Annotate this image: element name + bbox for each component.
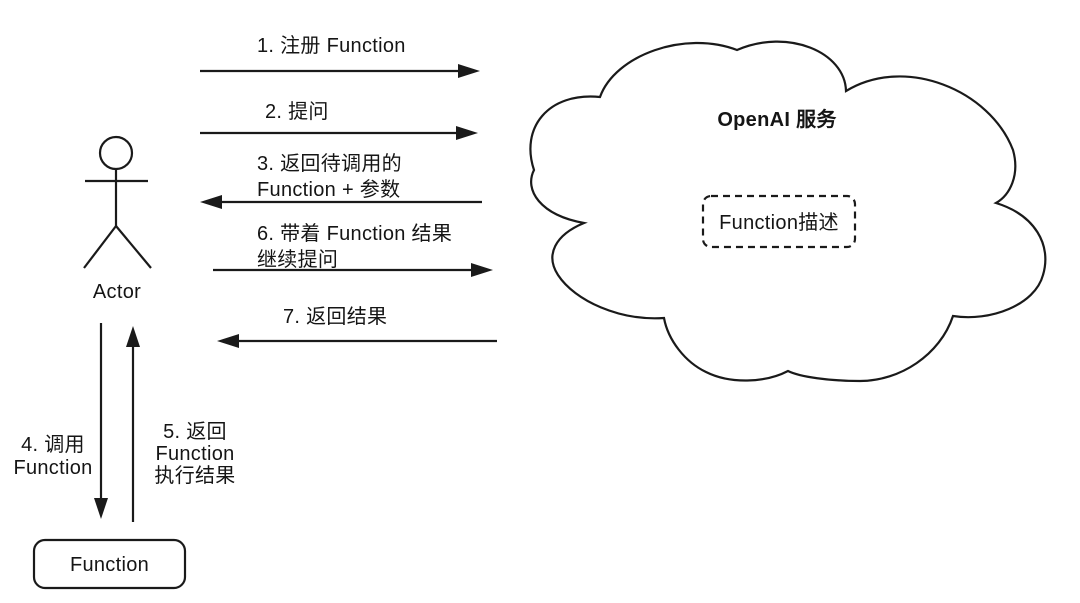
arrowhead-left-icon [200,195,222,209]
arrow-2-label: 2. 提问 [265,101,329,123]
arrow-4-call-function [94,323,108,519]
actor-label: Actor [92,281,142,303]
function-box [32,538,187,590]
arrow-7-return-result [217,334,497,348]
function-desc-box [701,194,857,249]
arrowhead-right-icon [471,263,493,277]
arrow-4-label: 4. 调用 Function [13,434,93,479]
actor-head [98,135,134,171]
arrowhead-down-icon [94,498,108,519]
arrow-1-label: 1. 注册 Function [257,35,406,57]
actor-figure [83,135,152,269]
cloud-title: OpenAI 服务 [717,109,837,131]
actor-left-leg [83,225,117,269]
arrowhead-up-icon [126,326,140,347]
arrow-6-label: 6. 带着 Function 结果 继续提问 [257,223,453,271]
arrow-5-return-exec-result [126,326,140,522]
arrow-3-label: 3. 返回待调用的 Function + 参数 [257,153,402,201]
cloud-shape [529,40,1047,383]
function-desc-label: Function描述 [719,212,839,234]
arrow-6-continue-ask [213,263,493,277]
arrow-2-ask [200,126,478,140]
arrow-3-return-function-params [200,195,482,209]
arrowhead-left-icon [217,334,239,348]
arrow-7-label: 7. 返回结果 [283,306,388,328]
arrow-1-register-function [200,64,480,78]
arrow-5-label: 5. 返回 Function 执行结果 [154,421,236,487]
actor-right-leg [115,225,152,269]
arrowhead-right-icon [458,64,480,78]
function-box-label: Function [69,554,150,576]
arrowhead-right-icon [456,126,478,140]
